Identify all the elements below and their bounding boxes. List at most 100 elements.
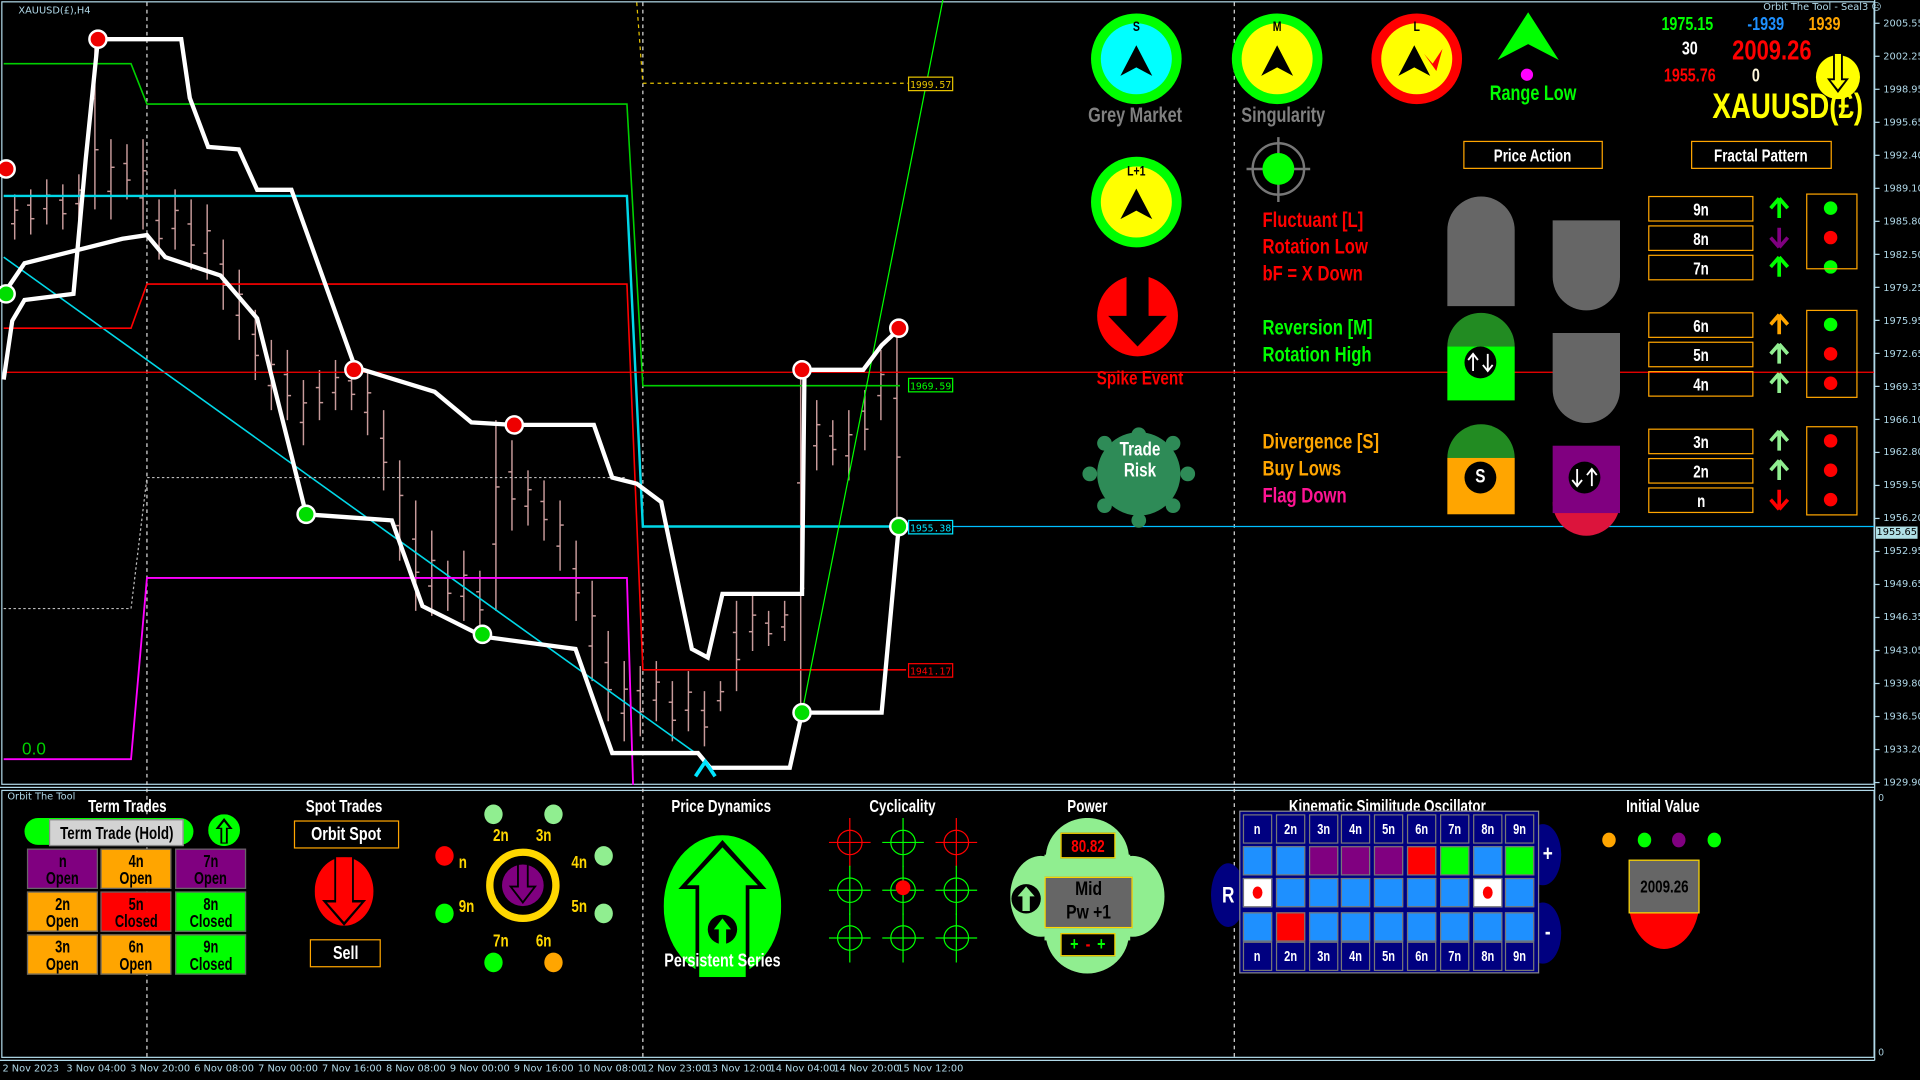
l-level-icon <box>1371 13 1463 105</box>
ohlc-bar <box>893 329 901 526</box>
fractal-row-button[interactable]: 4n <box>1648 371 1754 397</box>
price-action-dome-grey <box>1447 196 1515 307</box>
grey-market-label[interactable]: Grey Market <box>1088 103 1183 127</box>
price-action-button[interactable]: Price Action <box>1463 140 1603 169</box>
fractal-row-button[interactable]: 3n <box>1648 428 1754 455</box>
kso-cell[interactable] <box>1374 877 1404 908</box>
fractal-row-button[interactable]: 5n <box>1648 341 1754 368</box>
kso-cell[interactable] <box>1406 877 1437 908</box>
orbit-spot-label: Orbit Spot <box>311 824 382 845</box>
kso-cell[interactable] <box>1242 846 1273 876</box>
kso-cell[interactable] <box>1308 912 1338 942</box>
fractal-dot-group <box>1806 426 1858 516</box>
price-axis-label: 1933.20 <box>1883 744 1920 756</box>
kso-cell[interactable] <box>1472 877 1502 908</box>
singularity-label[interactable]: Singularity <box>1241 103 1326 127</box>
kso-cell[interactable] <box>1242 877 1273 908</box>
kso-cell[interactable] <box>1275 846 1306 876</box>
price-axis-label: 1939.80 <box>1883 677 1920 690</box>
kso-cell[interactable] <box>1406 846 1437 876</box>
kso-cell[interactable] <box>1439 846 1470 876</box>
kso-cell[interactable] <box>1505 877 1535 908</box>
price-axis-label: 1998.95 <box>1883 83 1920 95</box>
ohlc-bar <box>813 400 821 471</box>
kso-header-label: 4n <box>1349 820 1363 838</box>
ohlc-bar <box>171 189 179 250</box>
ohlc-bar <box>492 420 500 611</box>
orbit-node-dot <box>594 846 613 866</box>
down-up-arrows-icon <box>1571 467 1598 488</box>
fractal-dot-group <box>1806 193 1858 270</box>
price-action-cup-grey-2 <box>1552 333 1621 424</box>
fractal-row-button[interactable]: 9n <box>1648 195 1754 222</box>
kso-cell[interactable] <box>1374 846 1404 876</box>
cyclicality-crosshair-icon <box>882 817 924 867</box>
swing-low-marker <box>0 284 16 304</box>
ohlc-bar <box>540 480 548 541</box>
kso-cell[interactable] <box>1439 912 1470 942</box>
orbit-spot-button[interactable]: Orbit Spot <box>293 820 400 849</box>
green-level-line <box>3 62 901 387</box>
sell-down-arrow-icon <box>314 857 374 926</box>
ohlc-bar <box>251 309 259 381</box>
orbit-node-dot <box>484 952 503 973</box>
lower-white-band <box>1 232 901 770</box>
spike-event-label: Spike Event <box>1096 368 1184 390</box>
fractal-pattern-button[interactable]: Fractal Pattern <box>1691 140 1832 169</box>
kso-cell[interactable] <box>1308 846 1338 876</box>
stat-red: 1955.76 <box>1663 65 1716 87</box>
kso-cell[interactable] <box>1374 912 1404 942</box>
kso-cell[interactable] <box>1275 877 1306 908</box>
term-trade-status: Open <box>194 867 228 888</box>
fractal-row-button[interactable]: 7n <box>1648 254 1754 281</box>
kso-cell[interactable] <box>1275 912 1306 942</box>
fractal-status-dot <box>1823 463 1838 477</box>
kso-cell[interactable] <box>1472 846 1502 876</box>
power-value: 80.82 <box>1071 835 1105 856</box>
term-trade-hold-button[interactable]: Term Trade (Hold) <box>48 819 184 847</box>
kso-cell[interactable] <box>1406 912 1437 942</box>
kso-cell[interactable] <box>1308 877 1338 908</box>
cyclicality-crosshair-icon <box>935 913 978 963</box>
fractal-row-button[interactable]: 6n <box>1648 312 1754 338</box>
yellow-down-arrow-icon <box>1815 53 1861 100</box>
kso-cell[interactable] <box>1505 912 1535 942</box>
fractal-row-button[interactable]: n <box>1648 487 1754 514</box>
kso-cell[interactable] <box>1505 846 1535 876</box>
fractal-row-label: 4n <box>1693 374 1709 394</box>
price-action-cup-grey <box>1552 220 1621 311</box>
trade-risk-line1[interactable]: Trade <box>1119 439 1161 461</box>
trade-risk-line2[interactable]: Risk <box>1123 460 1157 482</box>
kso-header-cell: 9n <box>1505 814 1535 844</box>
term-up-arrow-icon[interactable] <box>208 814 241 847</box>
subwindow-label: Orbit The Tool <box>7 791 76 803</box>
fractal-row-button[interactable]: 2n <box>1648 457 1754 484</box>
range-low-arrow-icon <box>1497 12 1559 61</box>
fractal-row-button[interactable]: 8n <box>1648 225 1754 252</box>
term-trade-status: Open <box>119 867 153 888</box>
initial-value-dot <box>1637 832 1651 848</box>
kso-cell[interactable] <box>1341 912 1371 942</box>
ohlc-bar <box>460 550 468 621</box>
fractal-status-dot <box>1823 434 1838 448</box>
kso-cell[interactable] <box>1341 877 1371 908</box>
kso-header-label: 2n <box>1283 820 1297 838</box>
ohlc-bar <box>363 370 372 436</box>
grey-market-icon <box>1091 13 1182 105</box>
kso-cell[interactable] <box>1439 877 1470 908</box>
kso-cell[interactable] <box>1341 846 1371 876</box>
orbit-node-label: 6n <box>535 930 552 951</box>
price-axis-label: 1949.65 <box>1883 578 1920 590</box>
kso-cell[interactable] <box>1472 912 1502 942</box>
kso-cell[interactable] <box>1242 912 1273 942</box>
sell-button[interactable]: Sell <box>309 939 381 968</box>
